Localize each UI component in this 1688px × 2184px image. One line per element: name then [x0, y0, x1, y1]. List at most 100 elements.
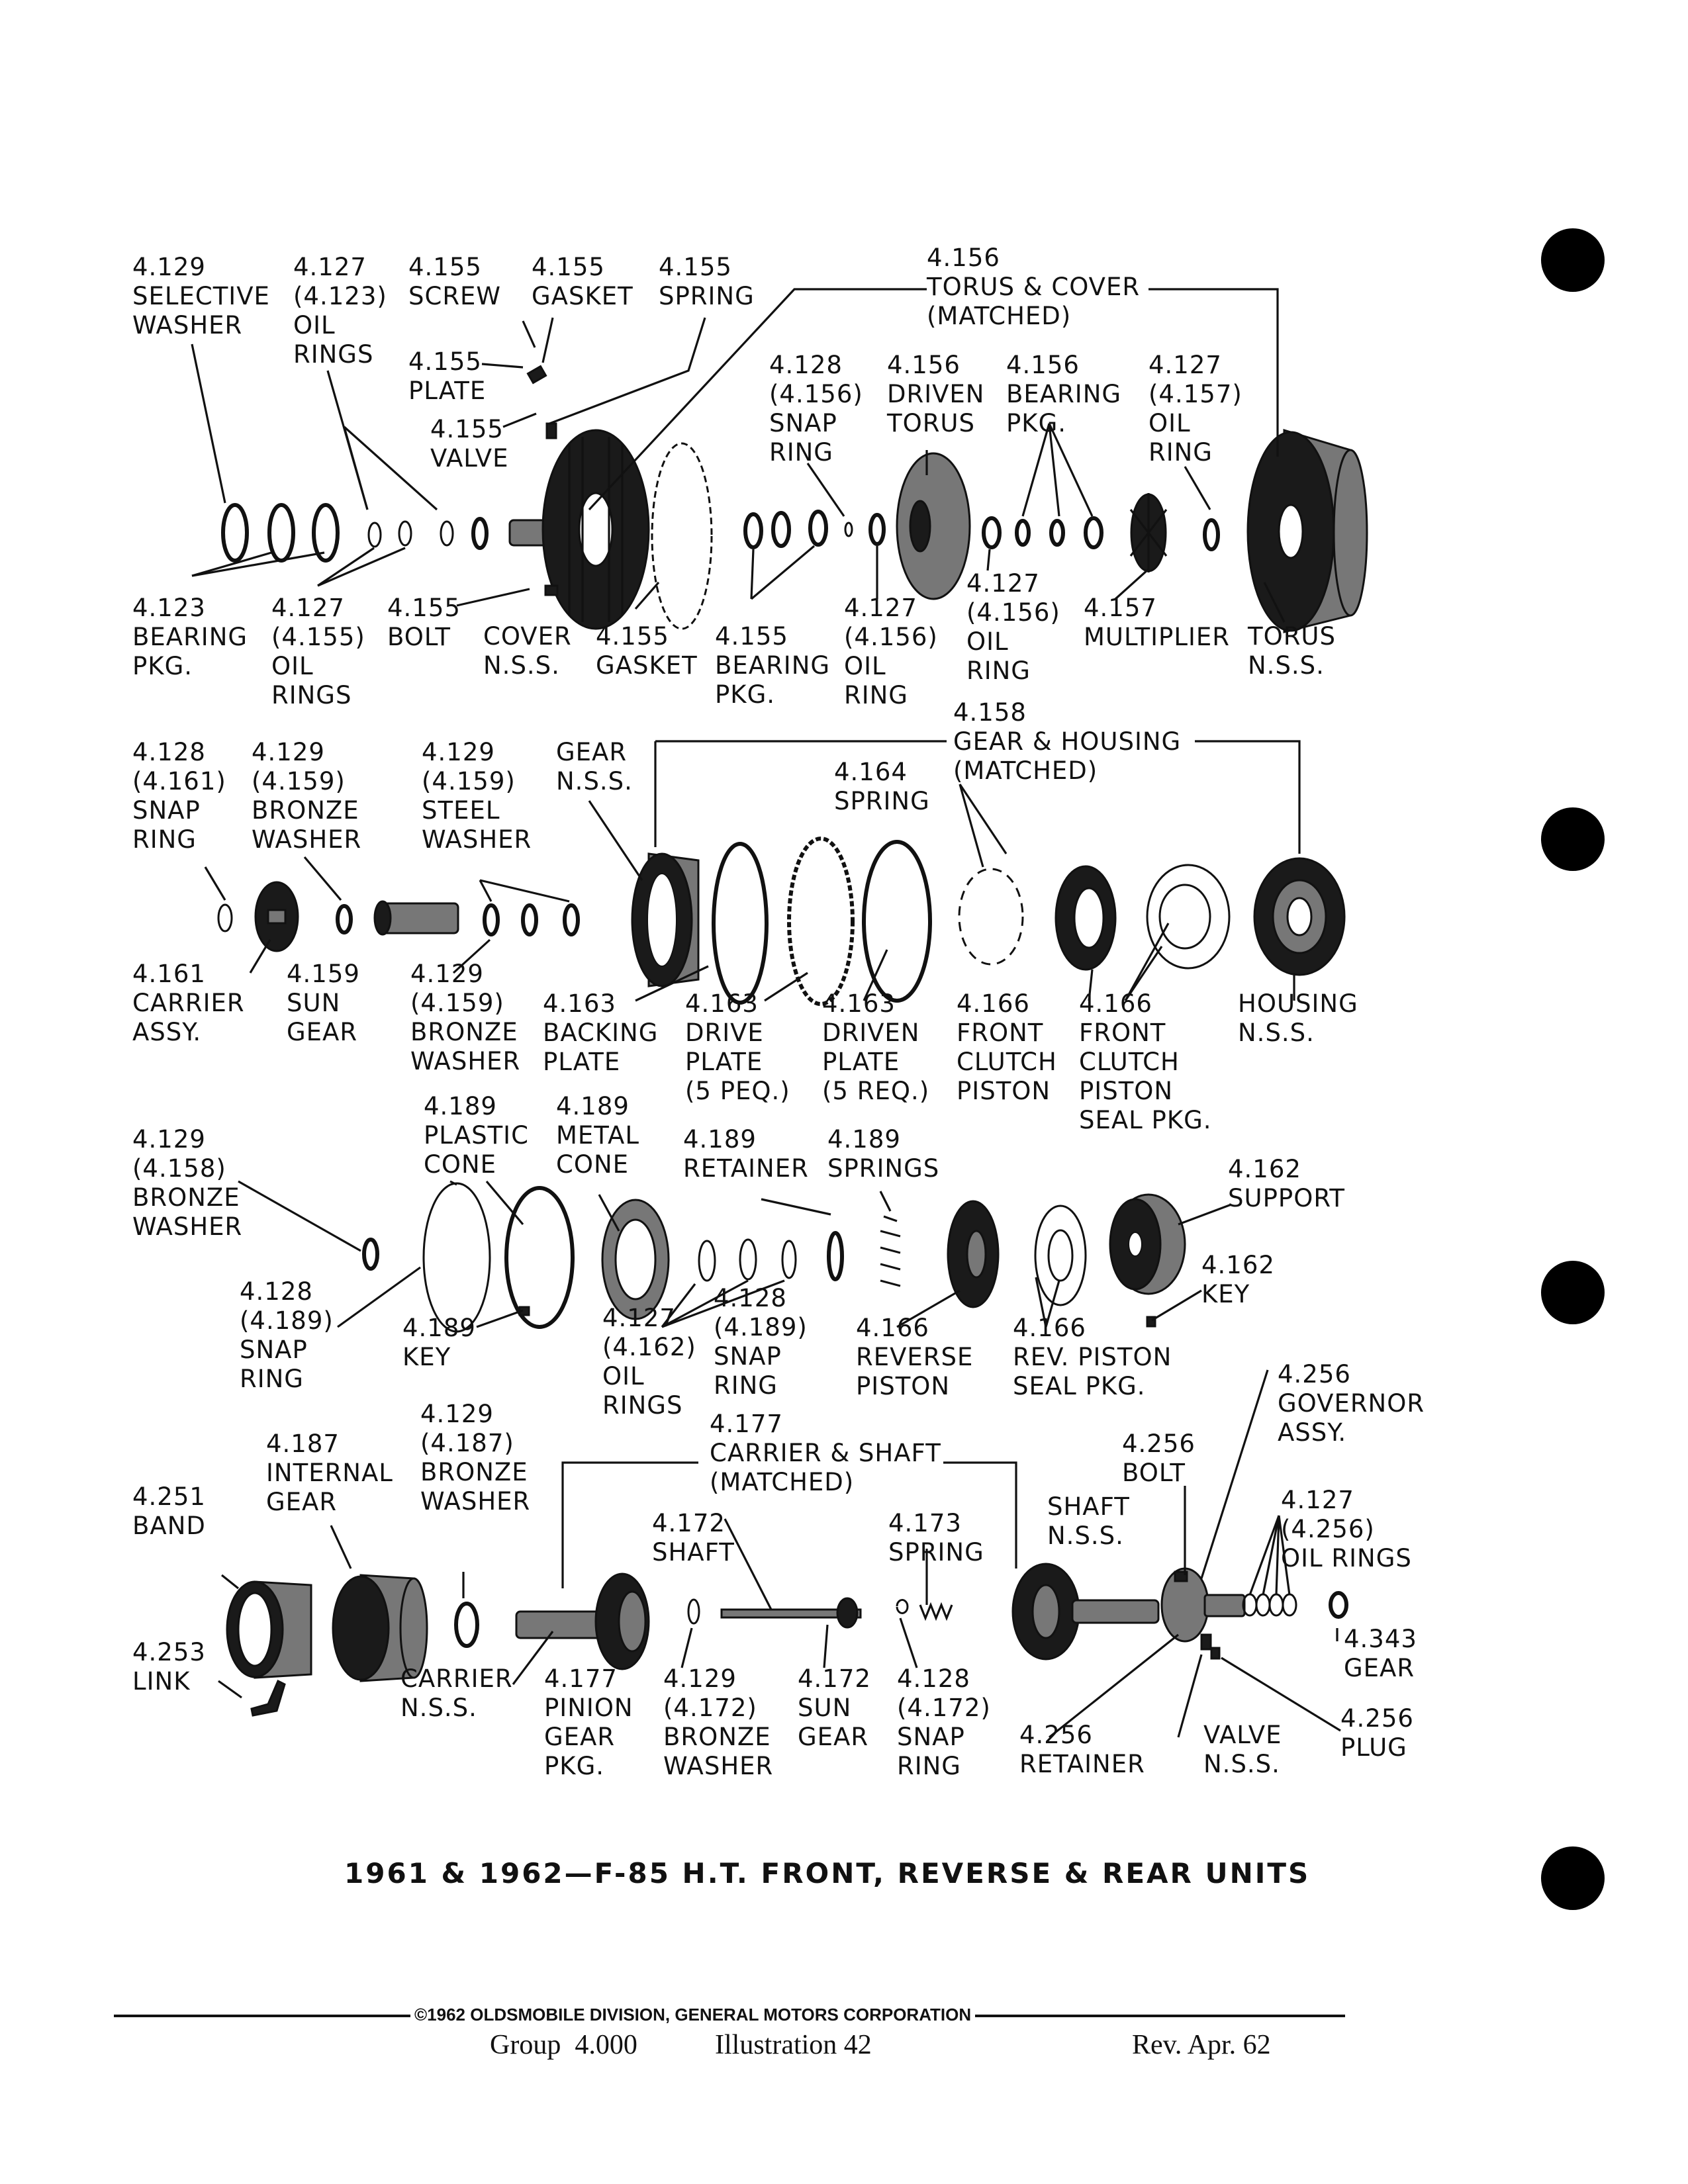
oil-ring-4162-3	[781, 1240, 797, 1279]
callout-metal-cone: 4.189 METAL CONE	[556, 1092, 639, 1179]
callout-bronze-washer-4172: 4.129 (4.172) BRONZE WASHER	[663, 1664, 774, 1780]
callout-snap-ring-4189-left: 4.128 (4.189) SNAP RING	[240, 1277, 334, 1393]
torus-part	[1246, 428, 1368, 633]
callout-shaft-4172: 4.172 SHAFT	[652, 1509, 735, 1567]
callout-sel-washer: 4.129 SELECTIVE WASHER	[132, 253, 270, 340]
callout-snap-ring-4189-right: 4.128 (4.189) SNAP RING	[714, 1284, 808, 1400]
bearing-4156-3	[1084, 516, 1103, 549]
callout-steel-washer-4159: 4.129 (4.159) STEEL WASHER	[422, 738, 532, 854]
callout-carrier-nss: CARRIER N.S.S.	[400, 1664, 513, 1722]
bearing-4156-2	[1049, 519, 1065, 547]
callout-oil-rings-4256: 4.127 (4.256) OIL RINGS	[1281, 1486, 1412, 1572]
oil-ring-small-2	[398, 520, 412, 547]
callout-snap-ring-4161: 4.128 (4.161) SNAP RING	[132, 738, 226, 854]
callout-gear-nss: GEAR N.S.S.	[556, 738, 633, 796]
oil-ring-small-1	[367, 522, 382, 548]
callout-springs-4189: 4.189 SPRINGS	[827, 1125, 940, 1183]
callout-spring-4155: 4.155 SPRING	[659, 253, 755, 310]
gasket-part	[651, 442, 713, 630]
oil-ring-small-3	[440, 520, 454, 547]
callout-bronze-washer-4158: 4.129 (4.158) BRONZE WASHER	[132, 1125, 243, 1241]
front-clutch-seal-inner	[1158, 884, 1211, 950]
bearing-4155-3	[808, 510, 828, 547]
footer-group: Group 4.000	[490, 2030, 637, 2060]
callout-retainer-4256: 4.256 RETAINER	[1019, 1721, 1145, 1778]
callout-torus-nss: TORUS N.S.S.	[1248, 622, 1336, 680]
callout-retainer-4189: 4.189 RETAINER	[683, 1125, 809, 1183]
callout-valve-nss: VALVE N.S.S.	[1203, 1721, 1282, 1778]
springs-4189-part	[880, 1215, 901, 1287]
callout-bearing-pkg-4156: 4.156 BEARING PKG.	[1006, 351, 1122, 437]
bolt-part	[544, 584, 559, 596]
callout-front-clutch-seal: 4.166 FRONT CLUTCH PISTON SEAL PKG.	[1079, 989, 1212, 1134]
internal-gear-part	[332, 1574, 428, 1682]
callout-shaft-nss: SHAFT N.S.S.	[1047, 1492, 1130, 1550]
callout-torus-cover: 4.156 TORUS & COVER (MATCHED)	[927, 244, 1141, 330]
callout-driven-plate: 4.163 DRIVEN PLATE (5 REQ.)	[822, 989, 930, 1105]
backing-plate-part	[712, 842, 769, 1005]
binder-hole-4	[1541, 1846, 1605, 1910]
valve-nss-part	[1200, 1633, 1212, 1651]
callout-bronze-washer-4159-bottom: 4.129 (4.159) BRONZE WASHER	[410, 960, 521, 1075]
callout-oil-ring-4156-b: 4.127 (4.156) OIL RING	[966, 569, 1060, 685]
bearing-4156-1	[1015, 519, 1031, 547]
rev-piston-seal-outer	[1034, 1205, 1087, 1306]
bronze-washer-4159-part	[336, 904, 353, 934]
callout-snap-ring-4172: 4.128 (4.172) SNAP RING	[897, 1664, 991, 1780]
callout-link-4253: 4.253 LINK	[132, 1638, 206, 1696]
bearing-ring-3	[312, 503, 340, 563]
oil-ring-4162-2	[739, 1238, 757, 1281]
snap-ring-4161-part	[217, 903, 233, 933]
callout-cover-nss: COVER N.S.S.	[483, 622, 572, 680]
callout-housing-nss: HOUSING N.S.S.	[1238, 989, 1358, 1047]
bearing-4155-2	[771, 511, 791, 548]
carrier-part	[515, 1572, 650, 1670]
driven-plate-part	[862, 840, 932, 1003]
callout-drive-plate: 4.163 DRIVE PLATE (5 PEQ.)	[685, 989, 790, 1105]
footer-illustration: Illustration 42	[715, 2030, 872, 2060]
callout-multiplier: 4.157 MULTIPLIER	[1084, 594, 1230, 651]
spring-4173-part	[919, 1602, 953, 1621]
callout-bearing-pkg-4155: 4.155 BEARING PKG.	[715, 622, 831, 709]
plate-part	[526, 365, 547, 385]
callout-sun-gear-4159: 4.159 SUN GEAR	[287, 960, 360, 1046]
callout-gasket-4155-top: 4.155 GASKET	[532, 253, 633, 310]
snap-ring-4172-part	[896, 1599, 909, 1614]
drive-plate-part	[787, 837, 855, 1006]
support-part	[1109, 1193, 1186, 1295]
oil-ring-small-4	[471, 517, 489, 550]
snap-ring-4189-part	[504, 1186, 575, 1329]
callout-gasket-4155-bottom: 4.155 GASKET	[596, 622, 698, 680]
callout-support-4162: 4.162 SUPPORT	[1228, 1155, 1345, 1212]
link-part	[250, 1679, 286, 1717]
plug-part	[1210, 1647, 1221, 1660]
callout-gear-housing: 4.158 GEAR & HOUSING (MATCHED)	[953, 698, 1182, 785]
snap-ring-4156-part	[844, 522, 853, 537]
oil-ring-4156-part	[868, 513, 886, 546]
binder-hole-2	[1541, 807, 1605, 871]
callout-plate-4155: 4.155 PLATE	[408, 347, 487, 405]
binder-hole-3	[1541, 1261, 1605, 1324]
bronze-washer-4187-part	[454, 1602, 479, 1648]
callout-bronze-washer-4187: 4.129 (4.187) BRONZE WASHER	[420, 1400, 531, 1516]
callout-band: 4.251 BAND	[132, 1482, 206, 1540]
oil-ring-4157-part	[1203, 518, 1220, 551]
callout-bronze-washer-4159-top: 4.129 (4.159) BRONZE WASHER	[252, 738, 362, 854]
callout-bearing-pkg-4123: 4.123 BEARING PKG.	[132, 594, 248, 680]
callout-reverse-piston: 4.166 REVERSE PISTON	[856, 1314, 974, 1400]
callout-key-4162: 4.162 KEY	[1201, 1251, 1275, 1308]
callout-sun-gear-4172: 4.172 SUN GEAR	[798, 1664, 871, 1751]
callout-key-4189: 4.189 KEY	[402, 1314, 476, 1371]
callout-rev-piston-seal: 4.166 REV. PISTON SEAL PKG.	[1013, 1314, 1172, 1400]
callout-oil-rings-4155: 4.127 (4.155) OIL RINGS	[271, 594, 365, 709]
carrier-assy-part	[254, 881, 299, 952]
callout-governor-assy: 4.256 GOVERNOR ASSY.	[1278, 1360, 1425, 1447]
steel-washer-2	[521, 903, 538, 936]
callout-plug-4256: 4.256 PLUG	[1340, 1704, 1414, 1762]
callout-oil-ring-4157: 4.127 (4.157) OIL RING	[1149, 351, 1243, 467]
torus-cover-part	[541, 429, 650, 630]
spring-4164-part	[958, 868, 1024, 966]
callout-snap-ring-4128: 4.128 (4.156) SNAP RING	[769, 351, 863, 467]
callout-bolt-4155: 4.155 BOLT	[387, 594, 461, 651]
